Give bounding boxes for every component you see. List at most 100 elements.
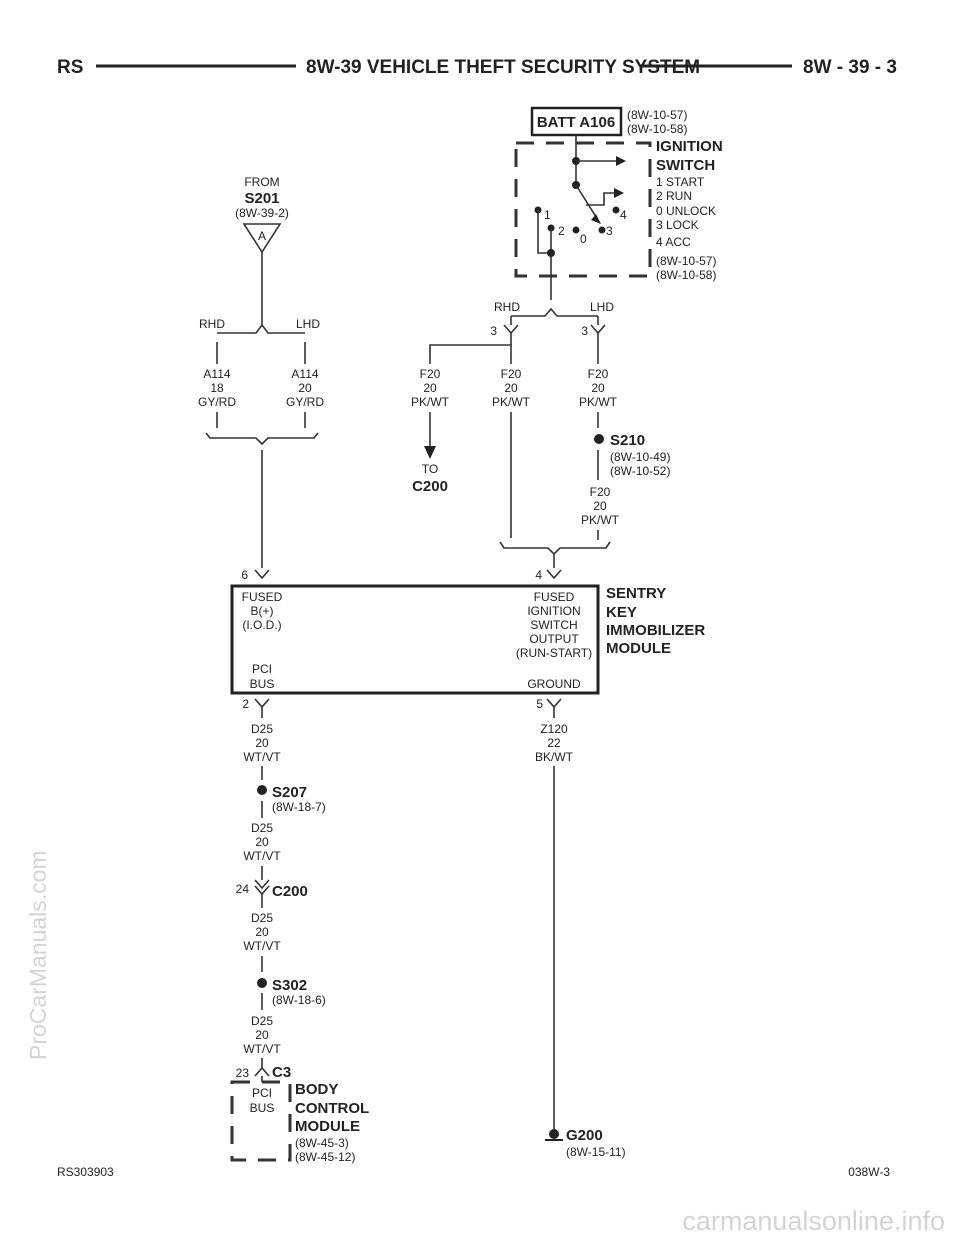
svg-text:20: 20 xyxy=(593,499,607,513)
svg-text:Z120: Z120 xyxy=(540,722,568,736)
svg-text:SWITCH: SWITCH xyxy=(530,618,577,632)
to-c200-label: C200 xyxy=(412,478,448,495)
svg-text:F20: F20 xyxy=(501,367,522,381)
svg-text:22: 22 xyxy=(547,736,561,750)
ignition-ref-bottom-2: (8W-10-58) xyxy=(656,268,716,282)
right-branch-bracket xyxy=(511,307,598,317)
bcm-name: BODY CONTROL MODULE xyxy=(295,1081,369,1135)
pin2-label: 2 xyxy=(242,697,249,711)
wire-label-a114-20: A114 20 GY/RD xyxy=(286,367,324,409)
svg-text:A114: A114 xyxy=(291,367,318,381)
svg-text:4 ACC: 4 ACC xyxy=(656,235,691,249)
right-join-bracket xyxy=(499,541,611,556)
arrow-right-icon xyxy=(616,156,626,166)
pin4-connector xyxy=(546,569,562,580)
ignition-switch-box xyxy=(514,141,652,278)
ignition-switch-title: IGNITION SWITCH xyxy=(656,138,723,174)
svg-text:WT/VT: WT/VT xyxy=(243,849,281,863)
s210-ref-1: (8W-10-49) xyxy=(610,450,670,464)
c3-pin-label: 23 xyxy=(236,1066,250,1080)
s207-ref: (8W-18-7) xyxy=(272,800,326,814)
ground-label: GROUND xyxy=(527,677,581,691)
svg-text:1 START: 1 START xyxy=(656,175,705,189)
svg-text:WT/VT: WT/VT xyxy=(243,1042,281,1056)
pos2-label: 2 xyxy=(558,224,565,238)
svg-text:GY/RD: GY/RD xyxy=(286,395,324,409)
pos3-dot xyxy=(598,226,606,234)
s207-splice-dot xyxy=(257,785,267,795)
left-join-bracket xyxy=(205,432,319,446)
ignition-ref-bottom-1: (8W-10-57) xyxy=(656,254,716,268)
svg-text:IMMOBILIZER: IMMOBILIZER xyxy=(606,622,705,639)
s302-splice-dot xyxy=(257,978,267,988)
svg-text:FUSED: FUSED xyxy=(242,590,283,604)
svg-text:BUS: BUS xyxy=(250,1101,275,1115)
svg-text:(RUN-START): (RUN-START) xyxy=(516,646,592,660)
left-rhd-label: RHD xyxy=(199,317,225,331)
footer-right: 038W-3 xyxy=(848,1165,890,1179)
svg-text:F20: F20 xyxy=(588,367,609,381)
g200-ref: (8W-15-11) xyxy=(566,1145,626,1159)
s210-splice-dot xyxy=(594,434,604,444)
pin5-connector xyxy=(546,698,562,709)
svg-text:20: 20 xyxy=(255,1028,269,1042)
svg-text:MODULE: MODULE xyxy=(295,1118,360,1135)
svg-text:A114: A114 xyxy=(203,367,230,381)
pos3-label: 3 xyxy=(606,224,613,238)
svg-text:20: 20 xyxy=(591,381,605,395)
svg-text:20: 20 xyxy=(255,736,269,750)
arm-arrow-icon xyxy=(591,214,601,224)
to-label: TO xyxy=(422,462,438,476)
svg-text:PK/WT: PK/WT xyxy=(411,395,450,409)
arrow-down-icon xyxy=(424,446,436,459)
switch-arrow-lower xyxy=(586,192,614,206)
svg-text:20: 20 xyxy=(423,381,437,395)
svg-text:SWITCH: SWITCH xyxy=(656,157,715,174)
switch-contact-arm xyxy=(575,184,599,221)
c200-split-wire xyxy=(429,344,512,364)
g200-label: G200 xyxy=(566,1127,603,1144)
s302-ref: (8W-18-6) xyxy=(272,993,326,1007)
svg-text:BK/WT: BK/WT xyxy=(535,750,574,764)
right-lhd-label: LHD xyxy=(590,300,614,314)
svg-text:BODY: BODY xyxy=(295,1081,338,1098)
header-title: 8W-39 VEHICLE THEFT SECURITY SYSTEM xyxy=(306,57,700,78)
svg-text:GY/RD: GY/RD xyxy=(198,395,236,409)
svg-text:2 RUN: 2 RUN xyxy=(656,189,692,203)
svg-text:IGNITION: IGNITION xyxy=(527,604,580,618)
c200-connector-icon xyxy=(254,879,270,896)
s207-label: S207 xyxy=(272,784,307,801)
side-watermark: ProCarManuals.com xyxy=(25,850,51,1060)
switch-output-node xyxy=(547,249,555,257)
wire-label-f20-right: F20 20 PK/WT xyxy=(579,367,618,409)
pin2-connector xyxy=(254,698,270,709)
wire-label-d25-4: D25 20 WT/VT xyxy=(243,1014,281,1056)
header-right: 8W - 39 - 3 xyxy=(803,57,897,78)
svg-text:D25: D25 xyxy=(251,911,273,925)
triangle-label: A xyxy=(258,229,266,243)
svg-text:PK/WT: PK/WT xyxy=(492,395,531,409)
pos4-dot xyxy=(612,206,620,214)
bcm-box xyxy=(230,1080,292,1162)
svg-text:OUTPUT: OUTPUT xyxy=(529,632,579,646)
s201-from-label: FROM xyxy=(244,175,279,189)
ground-dot xyxy=(549,1129,559,1139)
pin6-label: 6 xyxy=(241,568,248,582)
wire-label-f20-after-s210: F20 20 PK/WT xyxy=(581,485,620,527)
arrow-right-icon xyxy=(614,188,624,198)
bcm-ref-1: (8W-45-3) xyxy=(295,1136,349,1150)
svg-text:MODULE: MODULE xyxy=(606,640,671,657)
wire-label-a114-18: A114 18 GY/RD xyxy=(198,367,236,409)
svg-text:20: 20 xyxy=(255,835,269,849)
pin5-label: 5 xyxy=(536,697,543,711)
wire-label-f20-c200: F20 20 PK/WT xyxy=(411,367,450,409)
svg-text:CONTROL: CONTROL xyxy=(295,1100,369,1117)
left-branch-bracket xyxy=(217,323,305,334)
lhd-pin-connector xyxy=(590,324,606,335)
rhd-pin-connector xyxy=(503,324,519,335)
svg-text:IGNITION: IGNITION xyxy=(656,138,723,155)
svg-text:0 UNLOCK: 0 UNLOCK xyxy=(656,204,716,218)
s302-label: S302 xyxy=(272,977,307,994)
ignition-positions: 1 START 2 RUN 0 UNLOCK 3 LOCK 4 ACC xyxy=(656,175,716,249)
